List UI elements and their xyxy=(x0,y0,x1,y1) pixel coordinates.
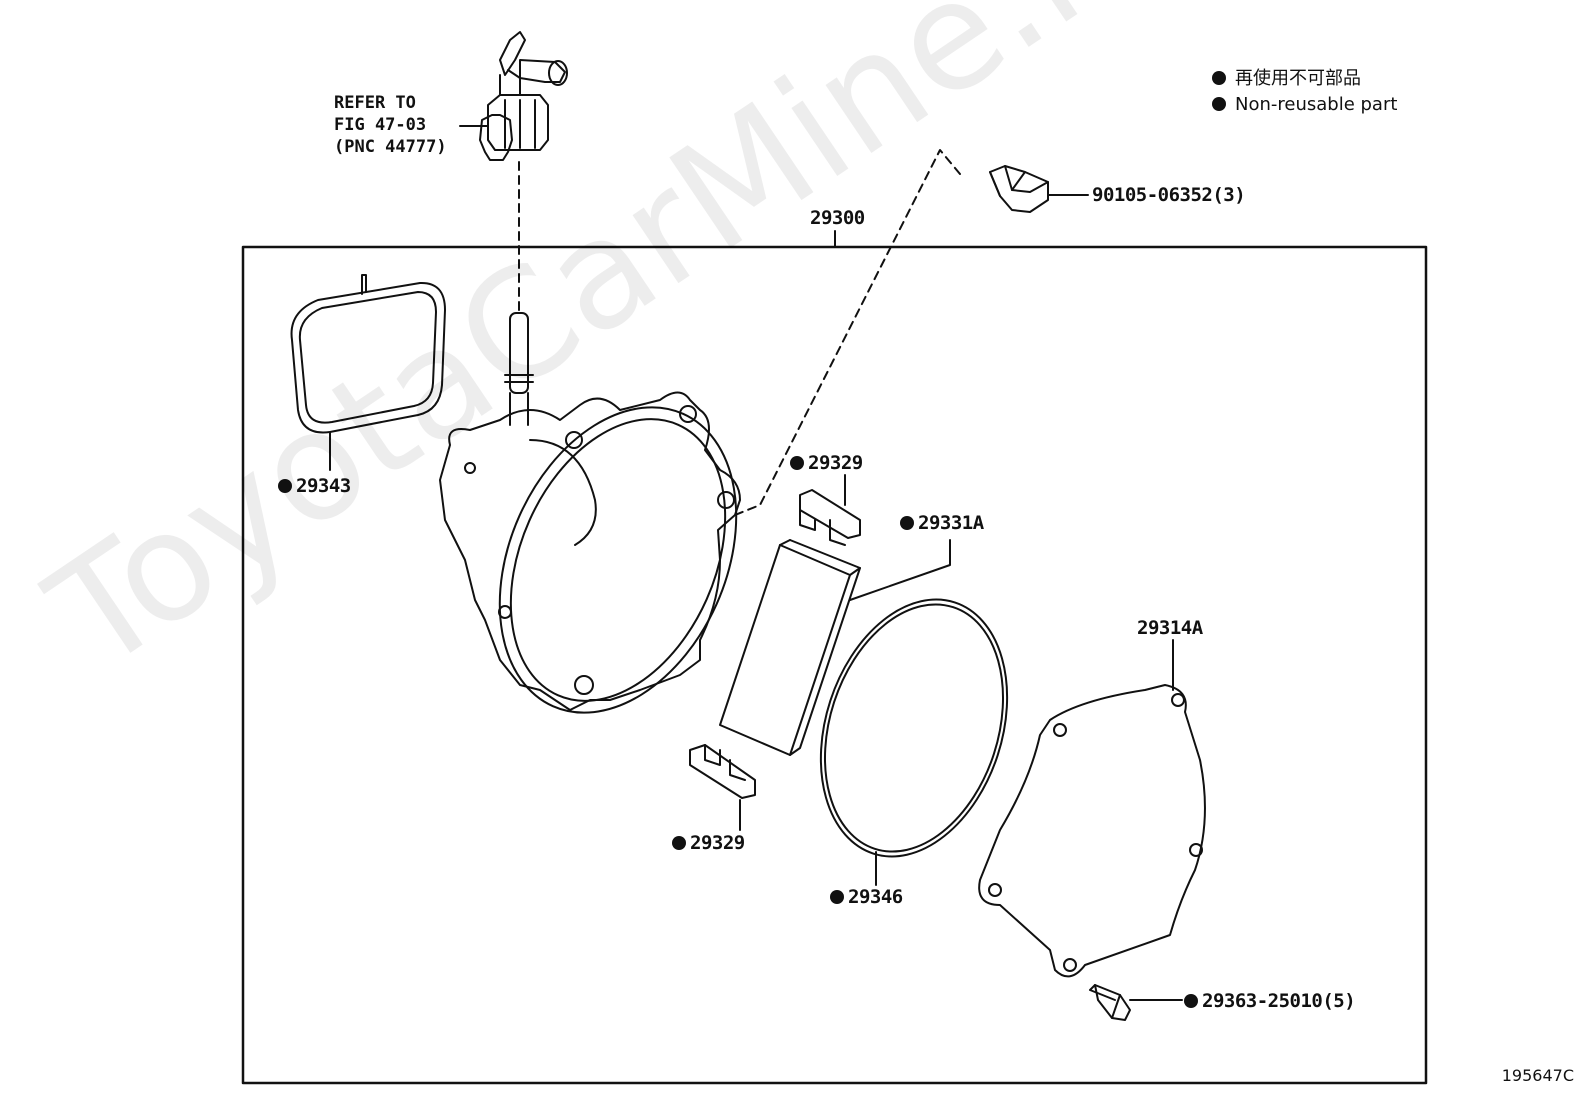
cover-part xyxy=(978,684,1206,978)
part-label-gasket[interactable]: 29343 xyxy=(278,475,351,497)
part-label-cover[interactable]: 29314A xyxy=(1137,617,1203,639)
part-number: 29331A xyxy=(918,512,984,534)
vane-part xyxy=(719,539,861,756)
o-ring-part xyxy=(819,598,1009,858)
assembly-label[interactable]: 29300 xyxy=(810,207,865,229)
part-label-o-ring[interactable]: 29346 xyxy=(830,886,903,908)
part-number: 29329 xyxy=(690,832,745,854)
non-reusable-bullet-icon xyxy=(830,890,844,904)
part-number: 29343 xyxy=(296,475,351,497)
assembly-box xyxy=(241,245,1428,1085)
legend: 再使用不可部品 Non-reusable part xyxy=(1212,66,1397,118)
part-label-seal-upper[interactable]: 29329 xyxy=(790,452,863,474)
part-label-screw[interactable]: 29363-25010(5) xyxy=(1184,990,1356,1012)
legend-row-en: Non-reusable part xyxy=(1212,92,1397,118)
part-number: 29346 xyxy=(848,886,903,908)
non-reusable-bullet-icon xyxy=(900,516,914,530)
seal-lower-part xyxy=(689,744,756,799)
legend-text-en: Non-reusable part xyxy=(1235,94,1398,115)
legend-text-jp: 再使用不可部品 xyxy=(1235,68,1361,89)
non-reusable-bullet-icon xyxy=(278,479,292,493)
gasket-part xyxy=(290,274,446,434)
figure-id: 195647C xyxy=(1501,1066,1574,1085)
part-number: 29363-25010(5) xyxy=(1202,990,1356,1012)
bolt-top-part xyxy=(989,165,1049,213)
refer-note: REFER TO FIG 47-03 (PNC 44777) xyxy=(334,93,447,157)
bolt-dash xyxy=(734,149,961,516)
hose-connector xyxy=(479,31,568,161)
non-reusable-bullet-icon xyxy=(672,836,686,850)
screw-part xyxy=(1089,984,1131,1021)
legend-row-jp: 再使用不可部品 xyxy=(1212,66,1397,92)
non-reusable-bullet-icon xyxy=(1184,994,1198,1008)
bullet-icon xyxy=(1212,97,1226,111)
vane-leader xyxy=(849,539,951,601)
seal-upper-part xyxy=(799,489,861,546)
non-reusable-bullet-icon xyxy=(790,456,804,470)
bullet-icon xyxy=(1212,71,1226,85)
part-number: 29329 xyxy=(808,452,863,474)
part-label-bolt-top[interactable]: 90105-06352(3) xyxy=(1092,184,1246,206)
part-label-vane[interactable]: 29331A xyxy=(900,512,984,534)
pump-housing xyxy=(439,312,741,714)
part-label-seal-lower[interactable]: 29329 xyxy=(672,832,745,854)
